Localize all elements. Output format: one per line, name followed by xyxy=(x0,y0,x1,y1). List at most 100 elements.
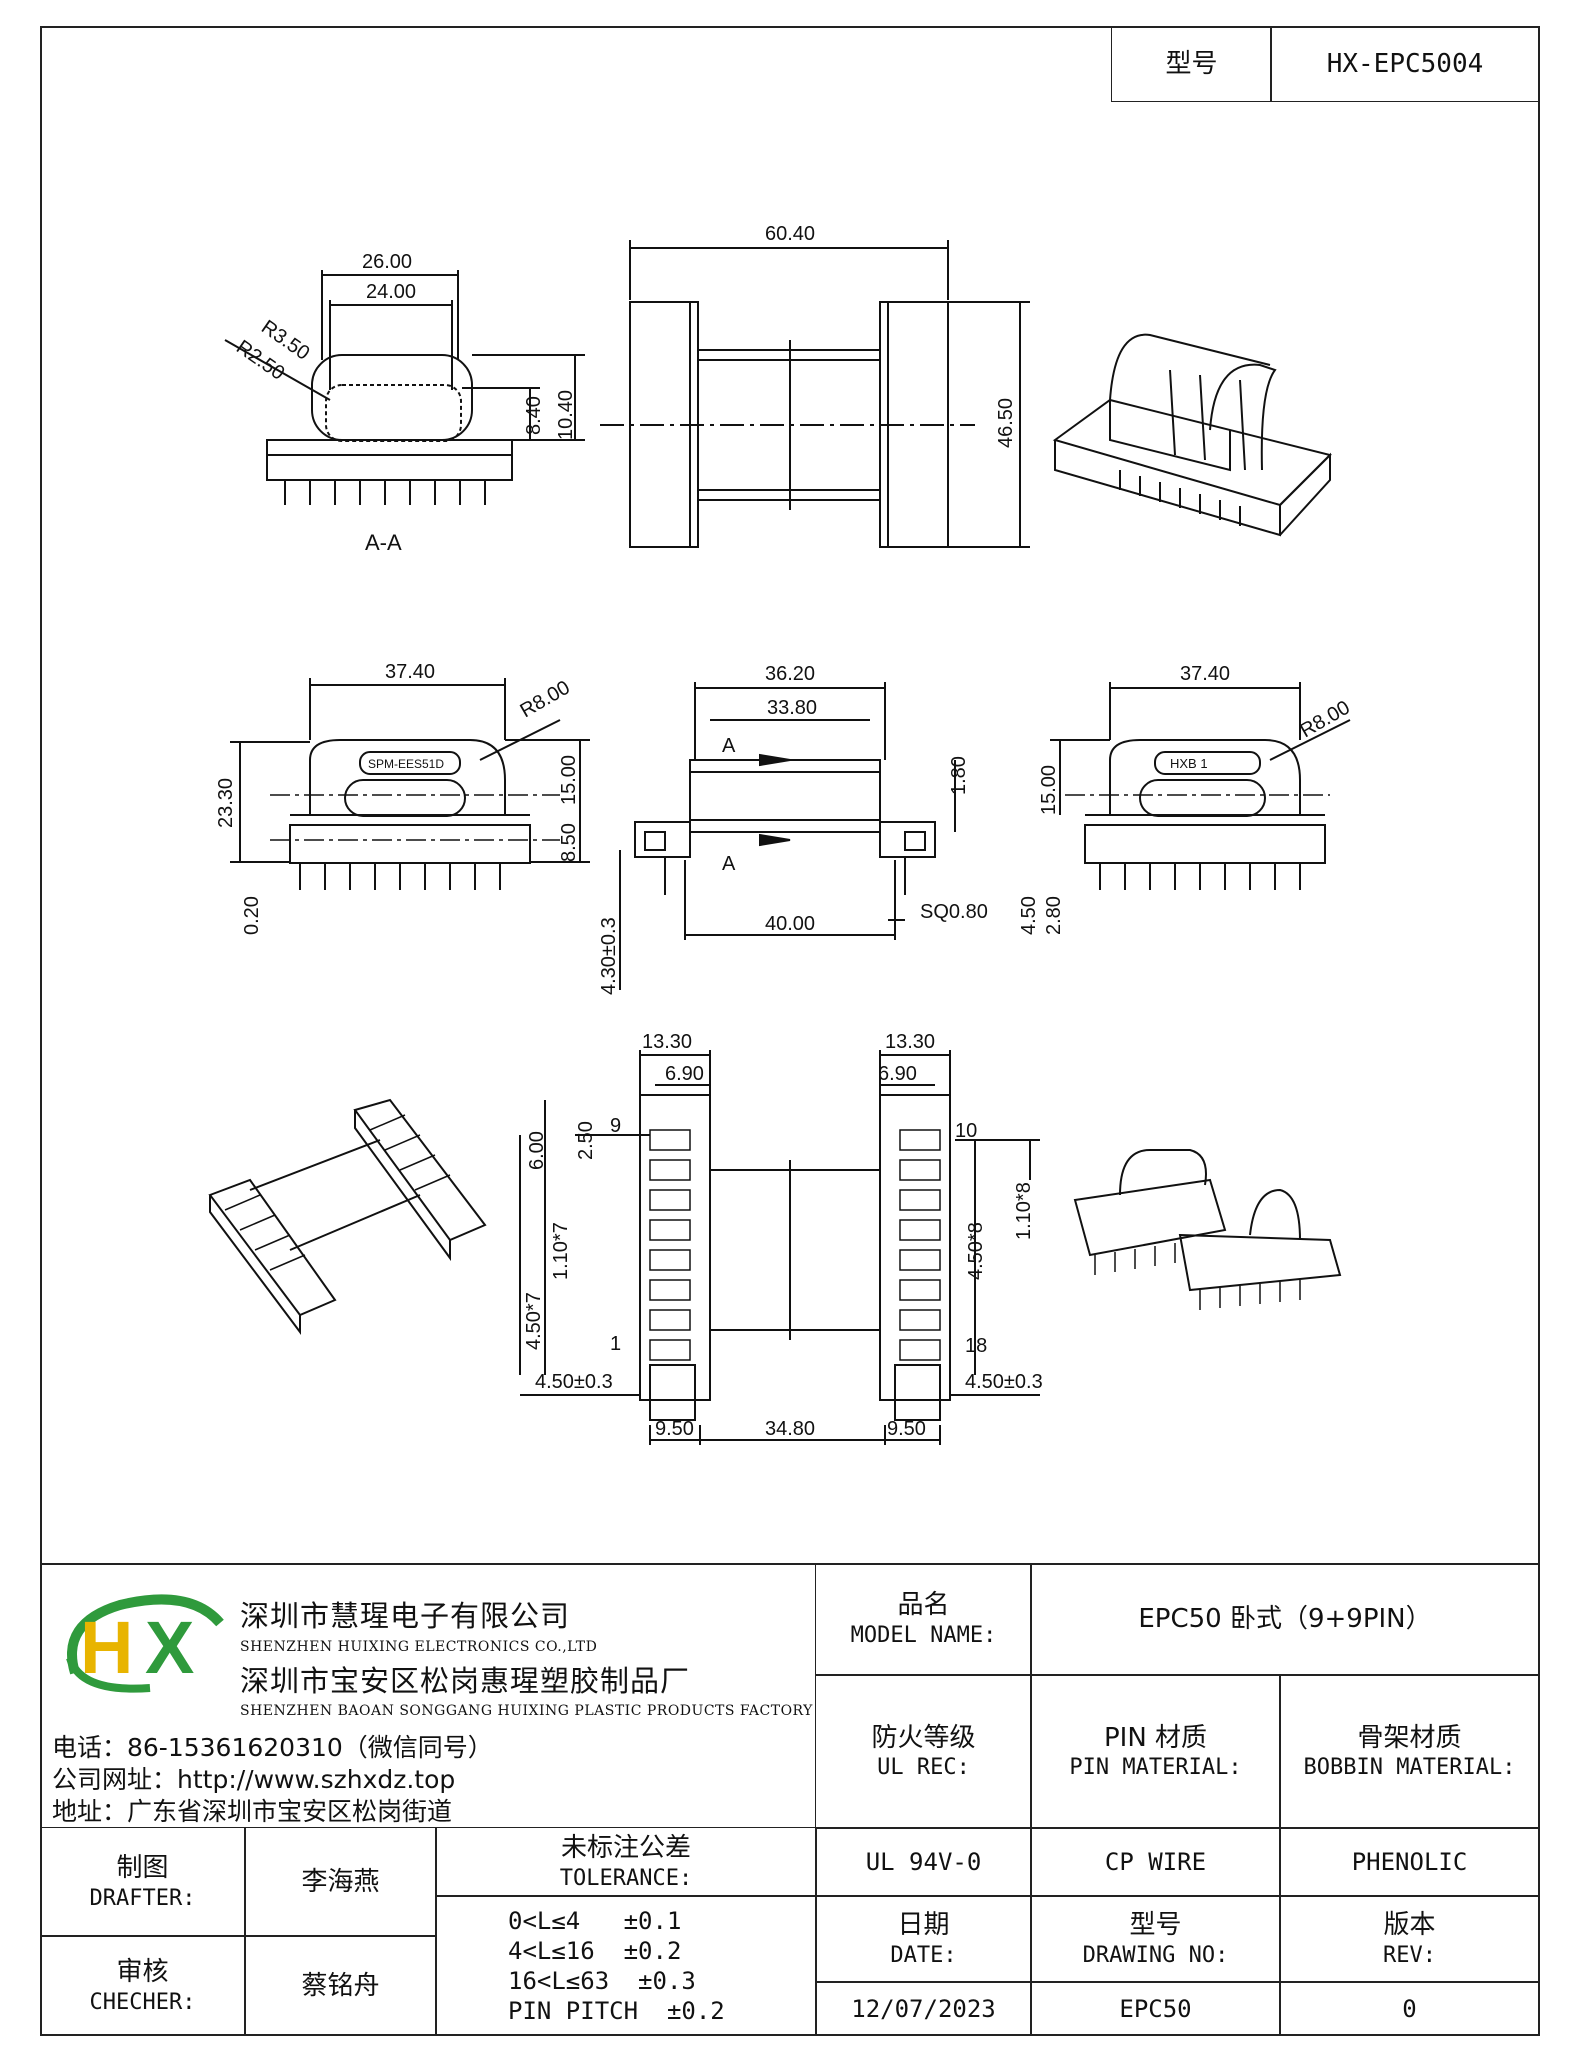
ul-rec-value: UL 94V-0 xyxy=(865,1848,982,1876)
drafter-label-cell: 制图 DRAFTER: xyxy=(40,1827,246,1937)
tolerance-label-cell: 未标注公差 TOLERANCE: xyxy=(435,1827,817,1897)
dim-1500a: 15.00 xyxy=(558,755,580,805)
bobbin-material-label-cell: 骨架材质 BOBBIN MATERIAL: xyxy=(1279,1674,1540,1829)
view-isometric-1 xyxy=(1052,333,1332,537)
contact-website: 公司网址：http://www.szhxdz.top xyxy=(52,1765,456,1794)
checker-name-cell: 蔡铭舟 xyxy=(244,1935,437,2036)
dim-840: 8.40 xyxy=(523,396,545,435)
dim-690b: 6.90 xyxy=(878,1063,917,1085)
company-name-en: SHENZHEN HUIXING ELECTRONICS CO.,LTD xyxy=(240,1639,598,1655)
ul-rec-label-cell: 防火等级 UL REC: xyxy=(815,1674,1032,1829)
factory-name-en: SHENZHEN BAOAN SONGGANG HUIXING PLASTIC … xyxy=(240,1703,813,1719)
dim-450tol-a: 4.50±0.3 xyxy=(535,1371,613,1393)
pin-material-en: PIN MATERIAL: xyxy=(1069,1755,1242,1780)
view-bottom xyxy=(519,1050,1040,1445)
model-name-label-cell: 品名 MODEL NAME: xyxy=(815,1563,1032,1676)
bobbin-material-value: PHENOLIC xyxy=(1351,1848,1468,1876)
drawing-no-value-cell: EPC50 xyxy=(1030,1981,1281,2036)
dim-180: 1.80 xyxy=(948,756,970,795)
dim-4650: 46.50 xyxy=(995,398,1017,448)
dim-1500b: 15.00 xyxy=(1038,765,1060,815)
dim-450: 4.50 xyxy=(1018,896,1040,935)
rev-en: REV: xyxy=(1383,1942,1436,1968)
company-box: H X 深圳市慧瑆电子有限公司 SHENZHEN HUIXING ELECTRO… xyxy=(40,1563,816,1827)
dim-26: 26.00 xyxy=(362,251,412,273)
ul-rec-en: UL REC: xyxy=(877,1755,970,1780)
company-name-cn: 深圳市慧瑆电子有限公司 xyxy=(240,1599,571,1633)
dim-3740a: 37.40 xyxy=(385,661,435,683)
drawing-frame xyxy=(40,26,1540,2036)
dim-1040: 10.40 xyxy=(555,390,577,440)
tolerance-en: TOLERANCE: xyxy=(559,1865,693,1891)
drawing-no-cn: 型号 xyxy=(1129,1910,1182,1940)
dim-24: 24.00 xyxy=(366,281,416,303)
pin-material-value: CP WIRE xyxy=(1104,1848,1207,1876)
model-name-en: MODEL NAME: xyxy=(850,1622,997,1648)
date-value: 12/07/2023 xyxy=(851,1995,996,2023)
dim-1330a: 13.30 xyxy=(642,1031,692,1053)
bobbin-material-value-cell: PHENOLIC xyxy=(1279,1827,1540,1897)
checker-cn: 审核 xyxy=(116,1957,169,1987)
ul-rec-value-cell: UL 94V-0 xyxy=(815,1827,1032,1897)
header-model-label: 型号 xyxy=(1165,48,1218,79)
checker-en: CHECHER: xyxy=(89,1989,196,2015)
tolerance-values-cell: 0<L≤4 ±0.1 4<L≤16 ±0.2 16<L≤63 ±0.3 PIN … xyxy=(435,1895,817,2036)
label-hxb: HXB 1 xyxy=(1170,756,1208,771)
bobbin-material-cn: 骨架材质 xyxy=(1357,1722,1462,1753)
tolerance-line-2: 4<L≤16 ±0.2 xyxy=(508,1937,682,1965)
pin-material-label-cell: PIN 材质 PIN MATERIAL: xyxy=(1030,1674,1281,1829)
view-section-aa xyxy=(224,270,585,505)
date-label-cell: 日期 DATE: xyxy=(815,1895,1032,1983)
header-model-value-cell: HX-EPC5004 xyxy=(1270,26,1540,102)
dim-850: 8.50 xyxy=(558,823,580,862)
date-en: DATE: xyxy=(890,1942,957,1968)
drawing-no-en: DRAWING NO: xyxy=(1082,1942,1229,1968)
titleblock-top-border xyxy=(40,1563,1540,1565)
drawing-no-label-cell: 型号 DRAWING NO: xyxy=(1030,1895,1281,1983)
pin-label-1: 1 xyxy=(610,1333,621,1355)
dim-sq080: SQ0.80 xyxy=(920,901,988,923)
logo-letter-x: X xyxy=(145,1606,194,1689)
rev-label-cell: 版本 REV: xyxy=(1279,1895,1540,1983)
pin-label-9: 9 xyxy=(610,1115,621,1137)
checker-label-cell: 审核 CHECHER: xyxy=(40,1935,246,2036)
pin-material-value-cell: CP WIRE xyxy=(1030,1827,1281,1897)
view-front-right xyxy=(1050,682,1351,890)
model-name-value: EPC50 卧式（9+9PIN） xyxy=(1138,1603,1432,1634)
date-cn: 日期 xyxy=(897,1910,950,1940)
drafter-name: 李海燕 xyxy=(301,1866,380,1897)
section-label: A-A xyxy=(365,530,402,555)
dim-450x8: 4.50*8 xyxy=(965,1222,987,1280)
bobbin-material-en: BOBBIN MATERIAL: xyxy=(1303,1755,1516,1780)
rev-value: 0 xyxy=(1402,1995,1417,2023)
tolerance-line-4: PIN PITCH ±0.2 xyxy=(508,1997,725,2025)
logo-letter-h: H xyxy=(80,1606,133,1689)
label-spm: SPM-EES51D xyxy=(368,757,444,771)
tolerance-line-1: 0<L≤4 ±0.1 xyxy=(508,1907,682,1935)
view-side xyxy=(619,682,956,990)
model-name-value-cell: EPC50 卧式（9+9PIN） xyxy=(1030,1563,1540,1676)
ul-rec-cn: 防火等级 xyxy=(871,1722,976,1753)
view-isometric-2 xyxy=(208,1098,487,1335)
section-mark-a-bottom: A xyxy=(722,853,736,875)
dim-2330: 23.30 xyxy=(215,778,237,828)
dim-r800b: R8.00 xyxy=(1297,697,1354,743)
dim-020: 0.20 xyxy=(241,896,263,935)
dim-110x8: 1.10*8 xyxy=(1013,1182,1035,1240)
drafter-cn: 制图 xyxy=(116,1853,169,1883)
tolerance-line-3: 16<L≤63 ±0.3 xyxy=(508,1967,696,1995)
dim-3480: 34.80 xyxy=(765,1418,815,1440)
pin-label-10: 10 xyxy=(955,1120,977,1142)
contact-address: 地址：广东省深圳市宝安区松岗街道 xyxy=(52,1797,453,1826)
dim-3740b: 37.40 xyxy=(1180,663,1230,685)
drawing-no-value: EPC50 xyxy=(1119,1995,1192,2023)
dim-1330b: 13.30 xyxy=(885,1031,935,1053)
view-isometric-3 xyxy=(1073,1149,1342,1310)
header-model-value: HX-EPC5004 xyxy=(1326,48,1484,79)
checker-name: 蔡铭舟 xyxy=(301,1970,380,2001)
view-top xyxy=(600,240,1030,548)
drafter-name-cell: 李海燕 xyxy=(244,1827,437,1937)
dim-6040: 60.40 xyxy=(765,223,815,245)
section-mark-a-top: A xyxy=(722,735,736,757)
dim-690a: 6.90 xyxy=(665,1063,704,1085)
